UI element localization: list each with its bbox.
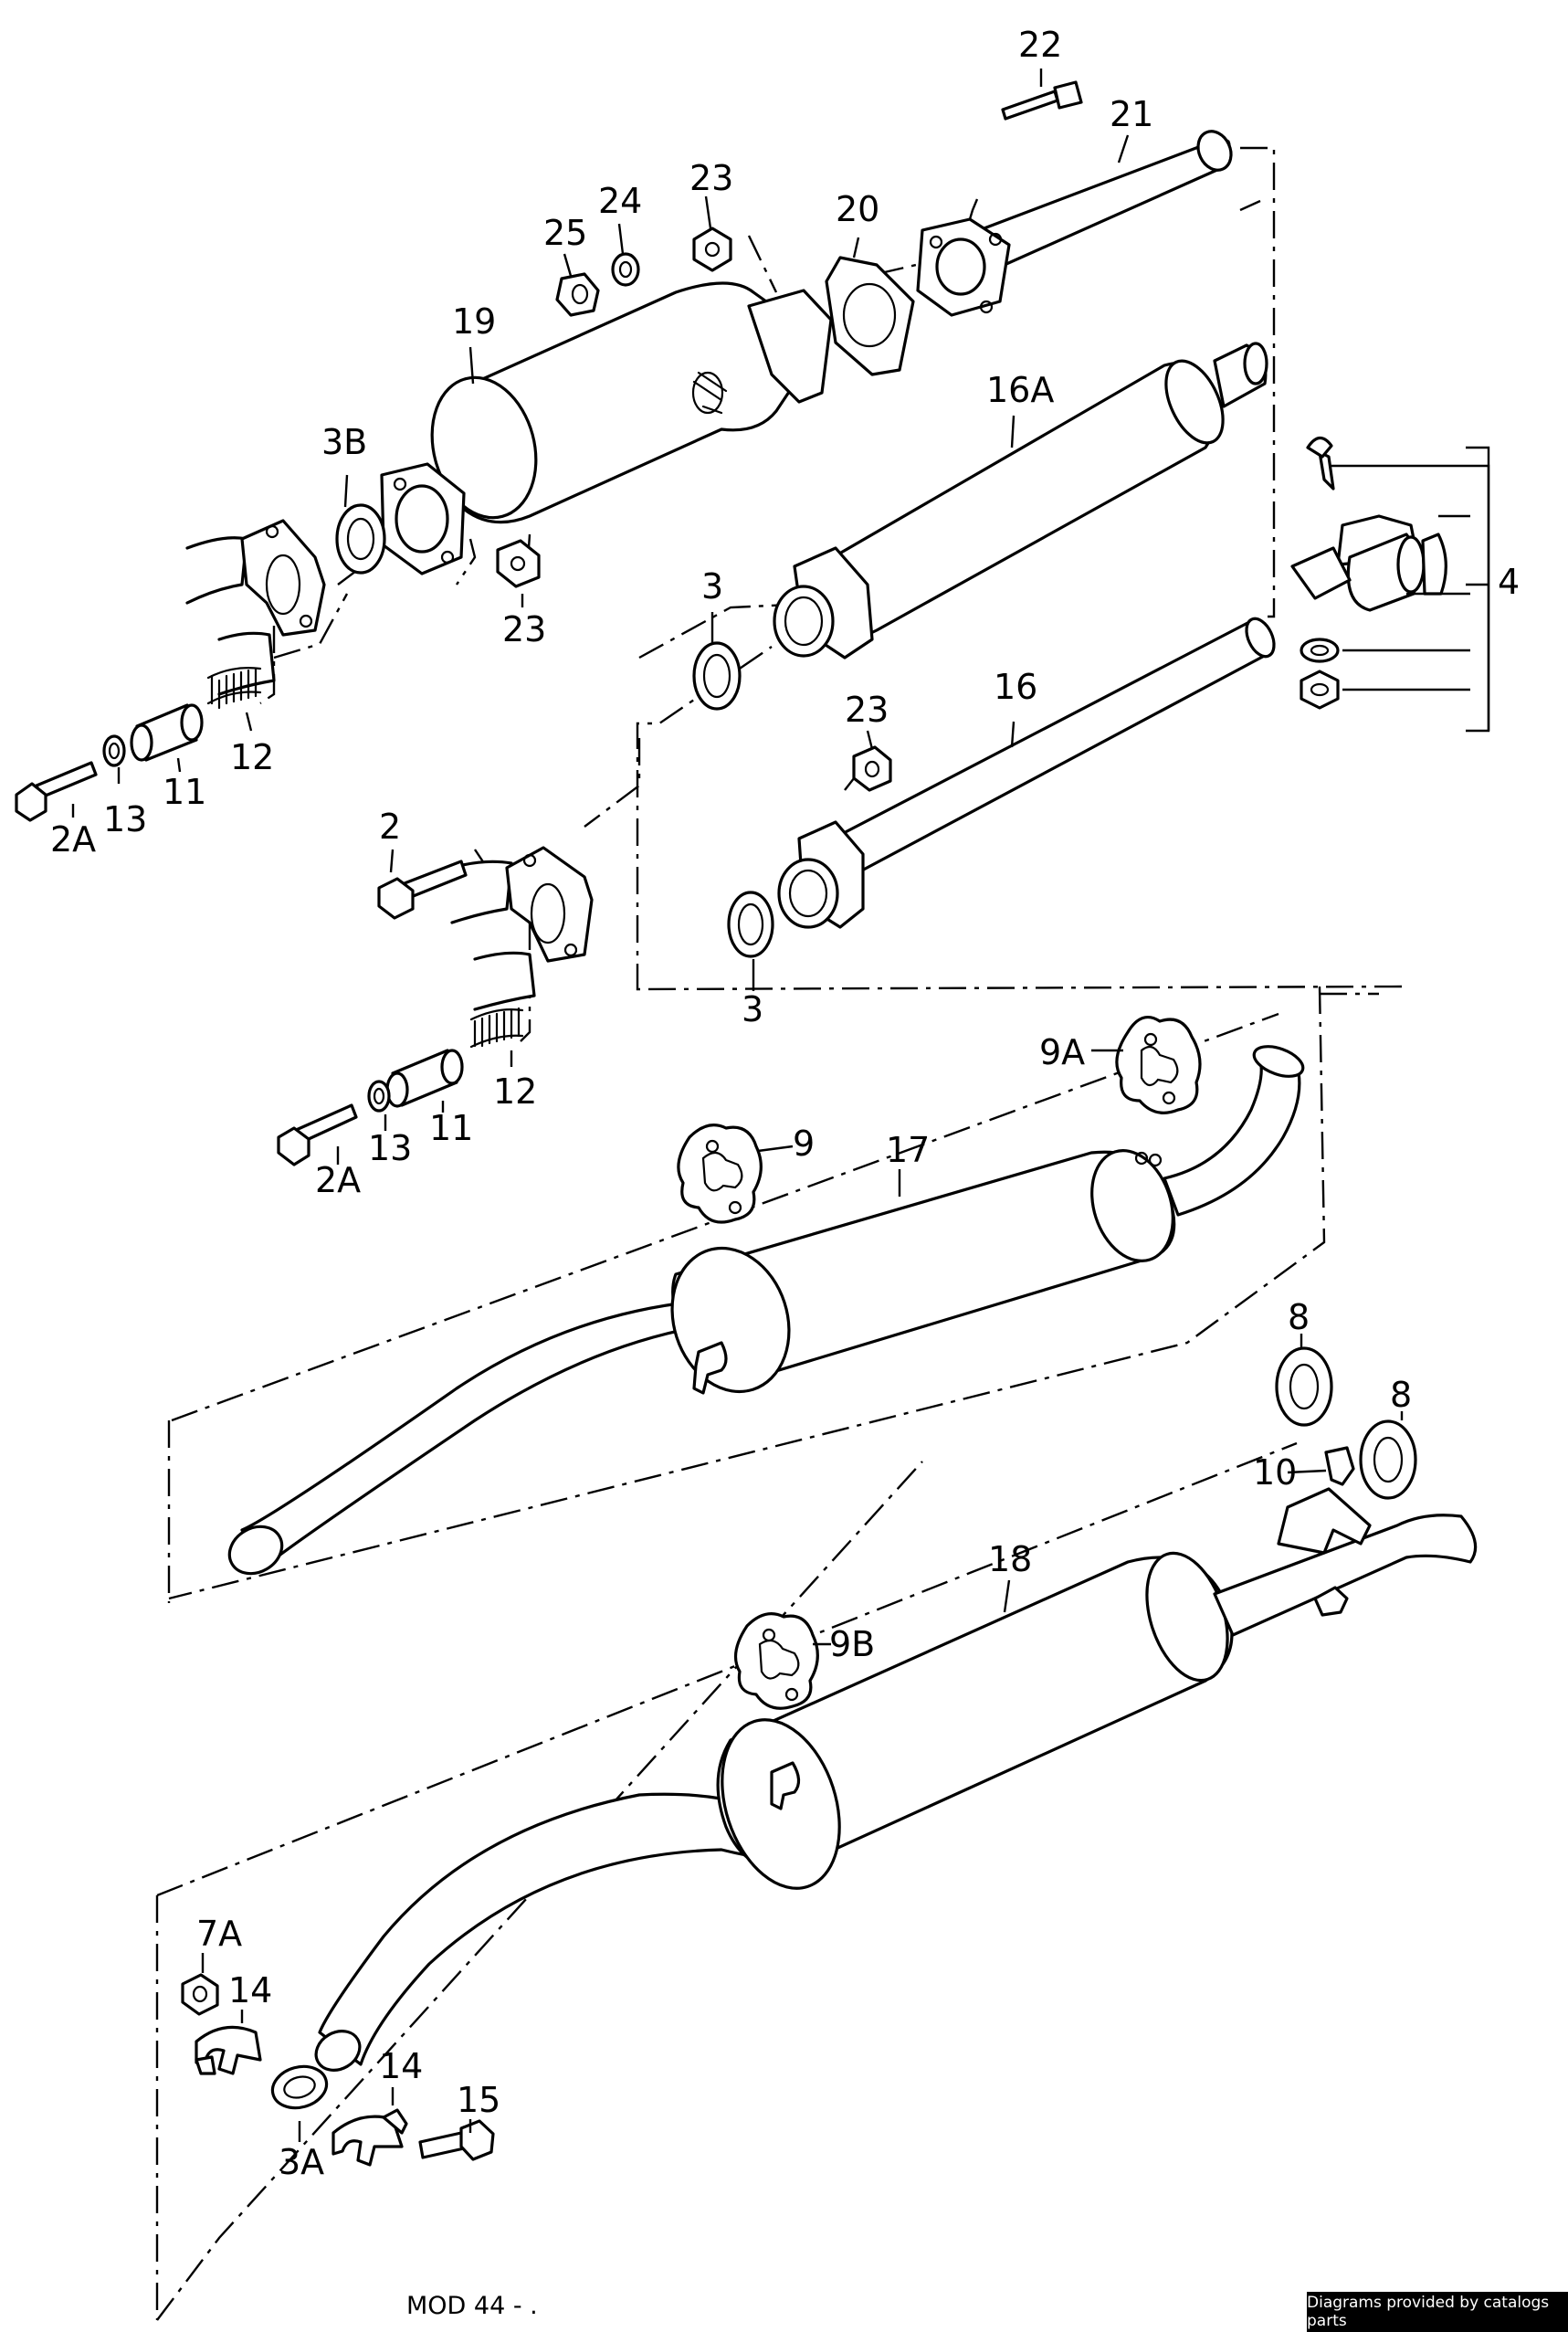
sleeve-11-top: [130, 703, 204, 762]
label-14-lower: 14: [379, 2046, 423, 2086]
label-7a: 7A: [196, 1914, 242, 1954]
label-9: 9: [793, 1124, 815, 1164]
nut-23-top: [692, 227, 732, 272]
gasket-8-lower: [1359, 1419, 1417, 1500]
label-11-top: 11: [163, 772, 206, 812]
label-24: 24: [598, 181, 642, 221]
gasket-3-low: [727, 891, 774, 958]
label-13-low: 13: [368, 1128, 412, 1168]
catalytic-converter-19: [380, 281, 833, 575]
exhaust-manifold-flange-top: [185, 519, 326, 696]
model-code: MOD 44 - .: [406, 2292, 538, 2320]
gasket-3b: [335, 503, 386, 575]
exhaust-manifold-flange-low: [450, 846, 594, 1011]
label-10: 10: [1253, 1452, 1297, 1493]
label-16: 16: [994, 667, 1037, 707]
label-9a: 9A: [1039, 1032, 1085, 1072]
label-3-top: 3: [701, 566, 723, 607]
gasket-20: [825, 256, 915, 376]
label-2a-low: 2A: [315, 1160, 361, 1200]
clamp-14-lower: [331, 2108, 408, 2167]
bolt-22: [1001, 80, 1083, 121]
front-muffler-16a: [773, 342, 1268, 660]
label-12-top: 12: [230, 737, 274, 777]
label-2: 2: [379, 807, 401, 847]
label-23-low: 23: [845, 690, 889, 730]
leader-lines: [71, 69, 1489, 2142]
bolt-2a-top: [15, 761, 98, 822]
label-3b: 3B: [321, 422, 367, 462]
label-23-top: 23: [689, 158, 733, 198]
bolt-2: [377, 860, 468, 920]
nut-7a: [181, 1973, 219, 2016]
label-8-upper: 8: [1288, 1297, 1310, 1337]
label-19: 19: [452, 301, 496, 342]
label-4: 4: [1498, 562, 1520, 602]
label-9b: 9B: [829, 1624, 875, 1664]
label-14-upper: 14: [228, 1970, 272, 2010]
label-23-mid: 23: [502, 609, 546, 649]
label-21: 21: [1110, 94, 1153, 134]
sleeve-11-low: [385, 1049, 464, 1108]
nut-23-low: [852, 745, 892, 792]
intermediate-pipe-16: [777, 617, 1276, 929]
plug-10: [1324, 1446, 1355, 1486]
label-22: 22: [1018, 25, 1062, 65]
rubber-mount-9b: [733, 1612, 819, 1710]
rear-muffler-18: [314, 1487, 1478, 2072]
spring-12-top: [206, 667, 262, 710]
label-25: 25: [543, 213, 587, 253]
credit-banner: Diagrams provided by catalogs parts: [1307, 2292, 1568, 2332]
hanger-bracket-4: [1290, 436, 1447, 710]
label-3a: 3A: [279, 2142, 324, 2182]
washer-13-top: [102, 734, 126, 767]
label-13-top: 13: [103, 799, 147, 839]
part-labels: 22 21 23 24 25 20 19 16A 3B 23 4 3 12 11…: [50, 25, 1520, 2182]
label-20: 20: [836, 189, 879, 229]
washer-24: [611, 252, 640, 287]
center-muffler-17: [227, 1045, 1305, 1576]
label-15: 15: [457, 2080, 500, 2120]
label-17: 17: [886, 1130, 930, 1170]
front-pipe-21: [916, 130, 1233, 317]
gasket-3a: [270, 2064, 329, 2110]
spring-12-low: [469, 1007, 524, 1049]
label-16a: 16A: [986, 370, 1054, 410]
label-12-low: 12: [493, 1071, 537, 1112]
nut-25: [555, 272, 600, 317]
gasket-3-top: [692, 641, 742, 711]
clamp-14-upper: [195, 2025, 262, 2075]
label-2a-top: 2A: [50, 819, 96, 860]
rubber-mount-9a: [1115, 1015, 1202, 1114]
gasket-8-upper: [1275, 1346, 1333, 1427]
label-11-low: 11: [429, 1108, 473, 1148]
washer-13-low: [367, 1080, 391, 1113]
label-3-low: 3: [742, 989, 763, 1029]
rubber-mount-9: [677, 1124, 763, 1224]
bolt-2a-low: [277, 1103, 358, 1166]
nut-23-mid: [496, 539, 541, 588]
bolt-15: [418, 2119, 495, 2161]
label-18: 18: [988, 1539, 1032, 1579]
label-8-lower: 8: [1390, 1375, 1412, 1415]
